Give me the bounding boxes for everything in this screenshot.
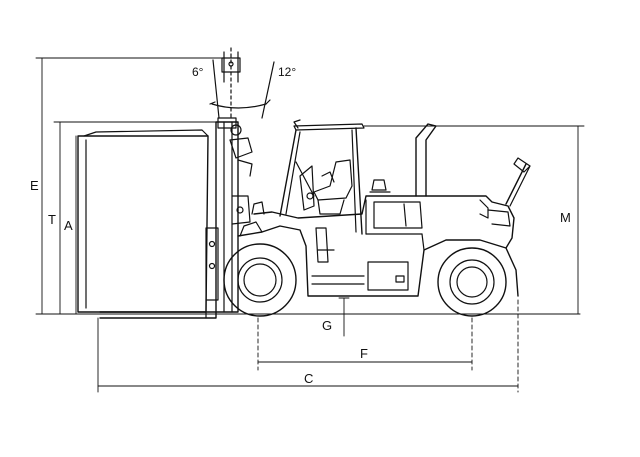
front-wheel: [223, 243, 297, 317]
label-A: A: [64, 218, 73, 233]
mast: [99, 117, 253, 319]
rear-wheel: [437, 247, 507, 317]
label-F: F: [360, 346, 368, 361]
label-C: C: [304, 371, 313, 386]
exhaust-pipe: [415, 123, 437, 197]
operator-seat: [295, 159, 353, 215]
tilt-indicator: [209, 47, 275, 119]
label-G: G: [322, 318, 332, 333]
load-block: [77, 129, 209, 313]
dimension-lines: [35, 57, 585, 393]
label-tilt-backward: 12°: [278, 65, 296, 79]
label-T: T: [48, 212, 56, 227]
rear-beacon: [505, 157, 531, 207]
truck-body: [237, 179, 519, 297]
label-tilt-forward: 6°: [192, 65, 204, 79]
label-E: E: [30, 178, 39, 193]
label-M: M: [560, 210, 571, 225]
